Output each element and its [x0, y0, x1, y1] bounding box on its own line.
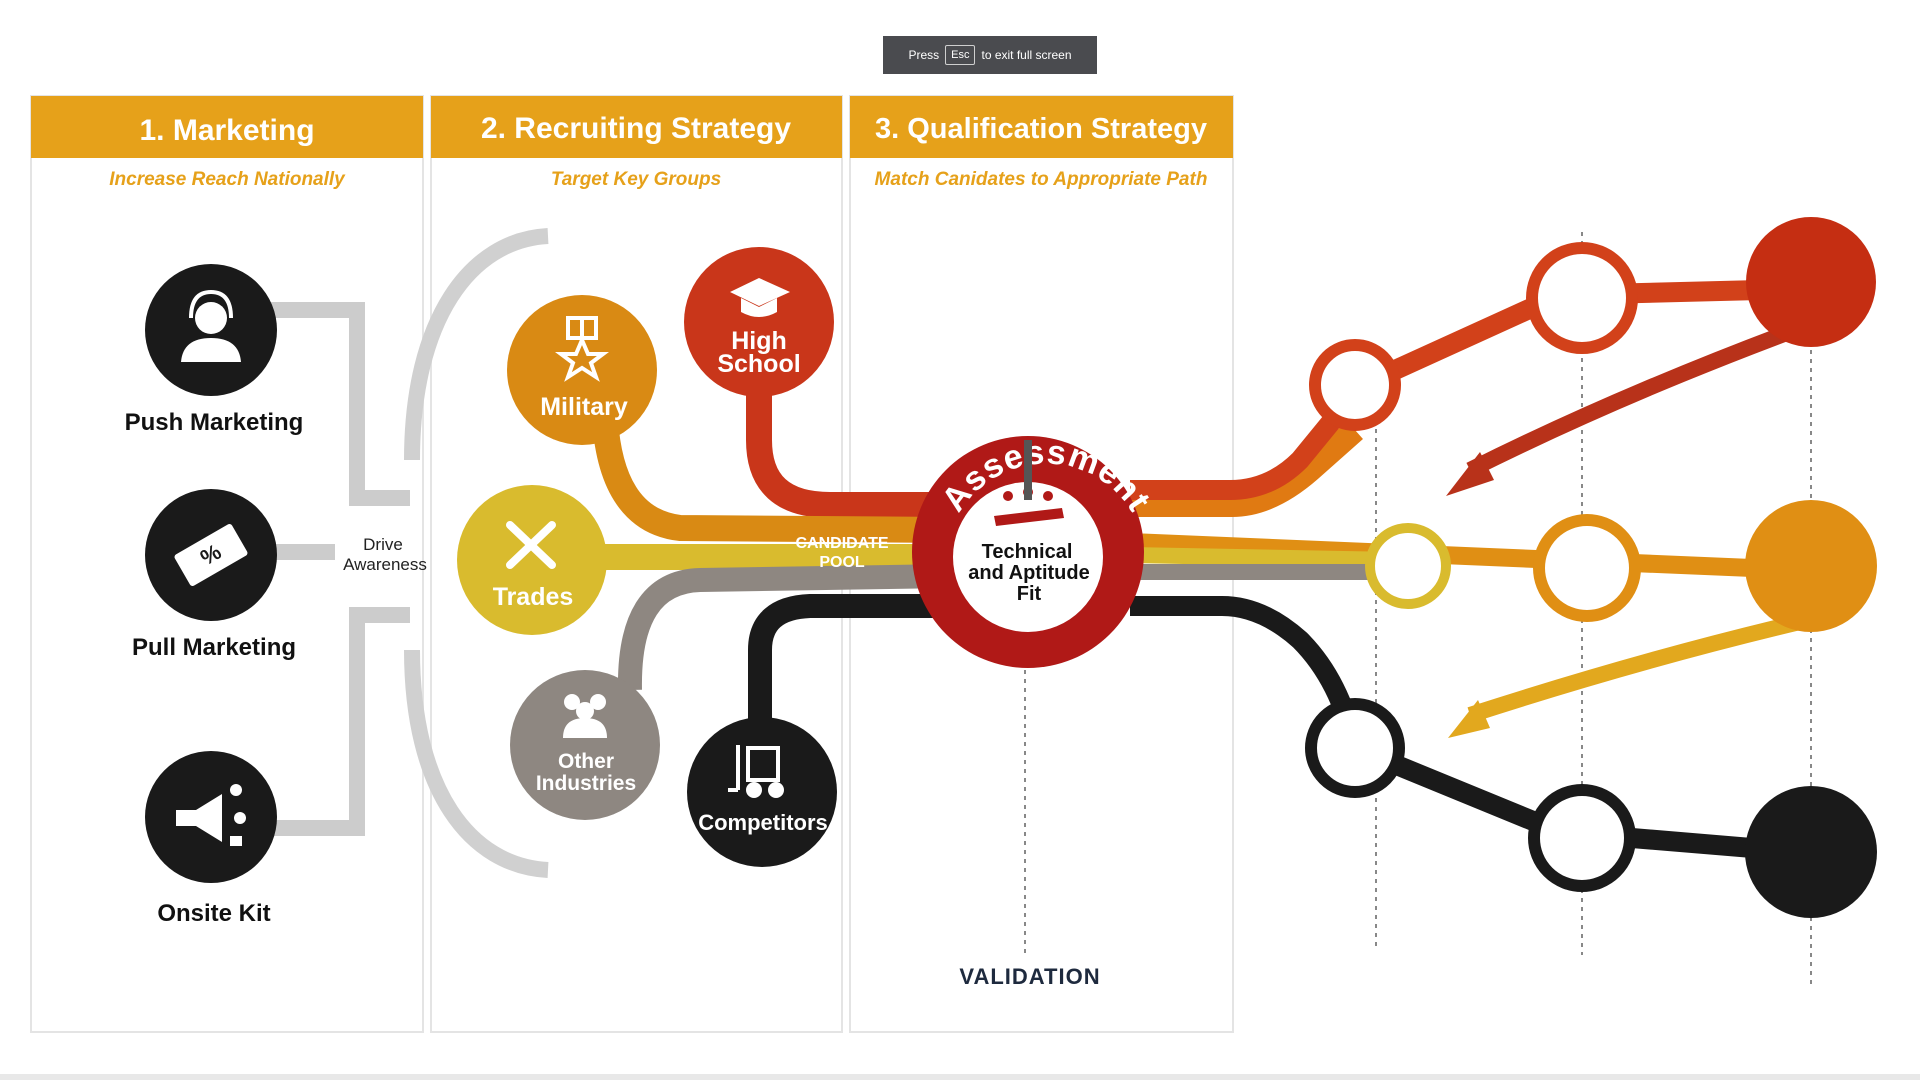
red-arrowhead	[1446, 452, 1494, 496]
assessment-line3: Fit	[1017, 583, 1042, 605]
push-marketing-node	[145, 264, 277, 396]
notice-rest: to exit full screen	[981, 48, 1072, 62]
orange-end-node	[1745, 500, 1877, 632]
yellow-return-arrow	[1467, 614, 1802, 723]
notice-esc-key: Esc	[945, 45, 976, 65]
coupon-icon: %	[174, 524, 248, 586]
onsite-kit-label: Onsite Kit	[157, 900, 270, 927]
audience-icon	[994, 440, 1064, 526]
recruiting-title: 2. Recruiting Strategy	[481, 112, 791, 145]
pull-marketing-label: Pull Marketing	[132, 634, 296, 661]
bottom-edge	[0, 1074, 1920, 1080]
trades-label: Trades	[493, 583, 574, 611]
orange-node-2	[1533, 514, 1641, 622]
highschool-label-line1: High	[731, 327, 787, 355]
highschool-path	[746, 380, 950, 518]
red-node-1	[1309, 339, 1401, 431]
yellow-node-1	[1365, 523, 1451, 609]
return-arrows	[1446, 320, 1803, 738]
trades-node: Trades	[457, 485, 607, 635]
drive-awareness-line2: Awareness	[343, 555, 427, 574]
recruiting-header	[431, 96, 842, 158]
onsite-kit-node	[145, 751, 277, 883]
other-industries-node: Other Industries	[510, 670, 660, 820]
assessment-line1: Technical	[982, 541, 1073, 563]
marketing-subtitle: Increase Reach Nationally	[109, 169, 346, 190]
black-node-2	[1528, 784, 1636, 892]
validation-label: VALIDATION	[959, 964, 1100, 989]
orange-upper-path	[1130, 421, 1363, 517]
black-node-1	[1305, 698, 1405, 798]
marketing-connectors	[270, 302, 410, 836]
competitors-path	[748, 594, 950, 740]
drive-awareness-line1: Drive	[363, 535, 403, 554]
red-return-arrow	[1466, 320, 1803, 478]
tools-icon	[506, 521, 556, 569]
headset-person-icon	[181, 289, 241, 362]
candidate-pool-line2: POOL	[819, 554, 865, 571]
yellow-arrowhead	[1448, 700, 1490, 738]
military-path	[592, 418, 951, 543]
other-industries-label-line2: Industries	[536, 772, 636, 795]
push-marketing-label: Push Marketing	[125, 409, 304, 436]
orange-mid-path	[1129, 533, 1801, 579]
marketing-header	[31, 96, 423, 158]
fullscreen-notice: Press Esc to exit full screen	[883, 36, 1097, 74]
qualification-subtitle: Match Canidates to Appropriate Path	[875, 169, 1208, 190]
highschool-node: High School	[684, 247, 834, 397]
black-end-node	[1745, 786, 1877, 918]
bracket-curves	[404, 228, 549, 878]
notice-press: Press	[908, 48, 940, 62]
assessment-inner	[953, 482, 1103, 632]
marketing-title: 1. Marketing	[139, 114, 314, 147]
red-node-2	[1526, 242, 1638, 354]
group-pathways	[560, 380, 951, 740]
medal-icon	[555, 316, 609, 382]
pull-marketing-node: %	[145, 489, 277, 621]
forklift-icon	[728, 745, 784, 798]
other-path	[617, 564, 951, 691]
qualification-title: 3. Qualification Strategy	[875, 113, 1207, 145]
qualification-header	[850, 96, 1233, 158]
graduation-cap-icon	[730, 278, 790, 317]
people-group-icon	[563, 694, 607, 738]
red-end-node	[1746, 217, 1876, 347]
recruiting-subtitle: Target Key Groups	[551, 169, 721, 190]
highschool-label-line2: School	[717, 350, 800, 378]
competitors-node: Competitors	[687, 717, 837, 867]
assessment-line2: and Aptitude	[968, 562, 1089, 584]
megaphone-icon	[176, 784, 246, 846]
military-label: Military	[540, 393, 628, 421]
military-node: Military	[507, 295, 657, 445]
candidate-pool-line1: CANDIDATE	[795, 535, 888, 552]
yellow-mid-path	[1129, 547, 1401, 568]
competitors-label: Competitors	[698, 810, 828, 835]
output-nodes	[1305, 217, 1877, 918]
other-industries-label-line1: Other	[558, 750, 614, 773]
